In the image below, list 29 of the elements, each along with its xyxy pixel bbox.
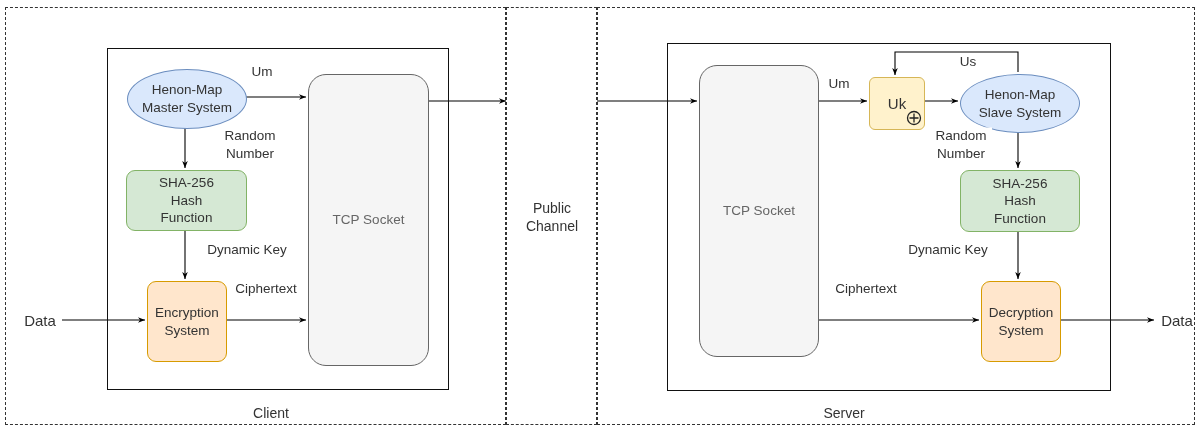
node-label: SHA-256 Hash Function [158,174,215,227]
arrow [61,317,146,323]
node-label: TCP Socket [723,202,795,220]
process-box [869,77,925,130]
node-label: Uk [887,93,907,114]
node-label: Encryption System [154,303,220,340]
socket-box [699,65,819,357]
node-label: SHA-256 Hash Function [991,174,1049,228]
node-label: Decryption System [987,303,1055,340]
container-box [107,48,449,390]
process-box [960,170,1080,232]
dashed-region [506,7,597,425]
arrow [892,51,1019,76]
dashed-region [5,7,506,425]
region-label: Client [253,403,289,423]
io-label: Data [24,311,56,331]
node-label: TCP Socket [332,211,405,229]
process-box [147,281,227,362]
socket-box [308,74,429,366]
arrow [596,98,698,104]
io-label: Data [1161,311,1193,331]
dashed-region [597,7,1195,425]
process-box [981,281,1061,362]
process-box [126,170,247,231]
region-label: Public Channel [525,198,579,236]
node-label: Henon-Map Master System [141,81,233,117]
node-label: Henon-Map Slave System [977,85,1063,122]
container-box [667,43,1111,391]
region-label: Server [823,403,865,423]
